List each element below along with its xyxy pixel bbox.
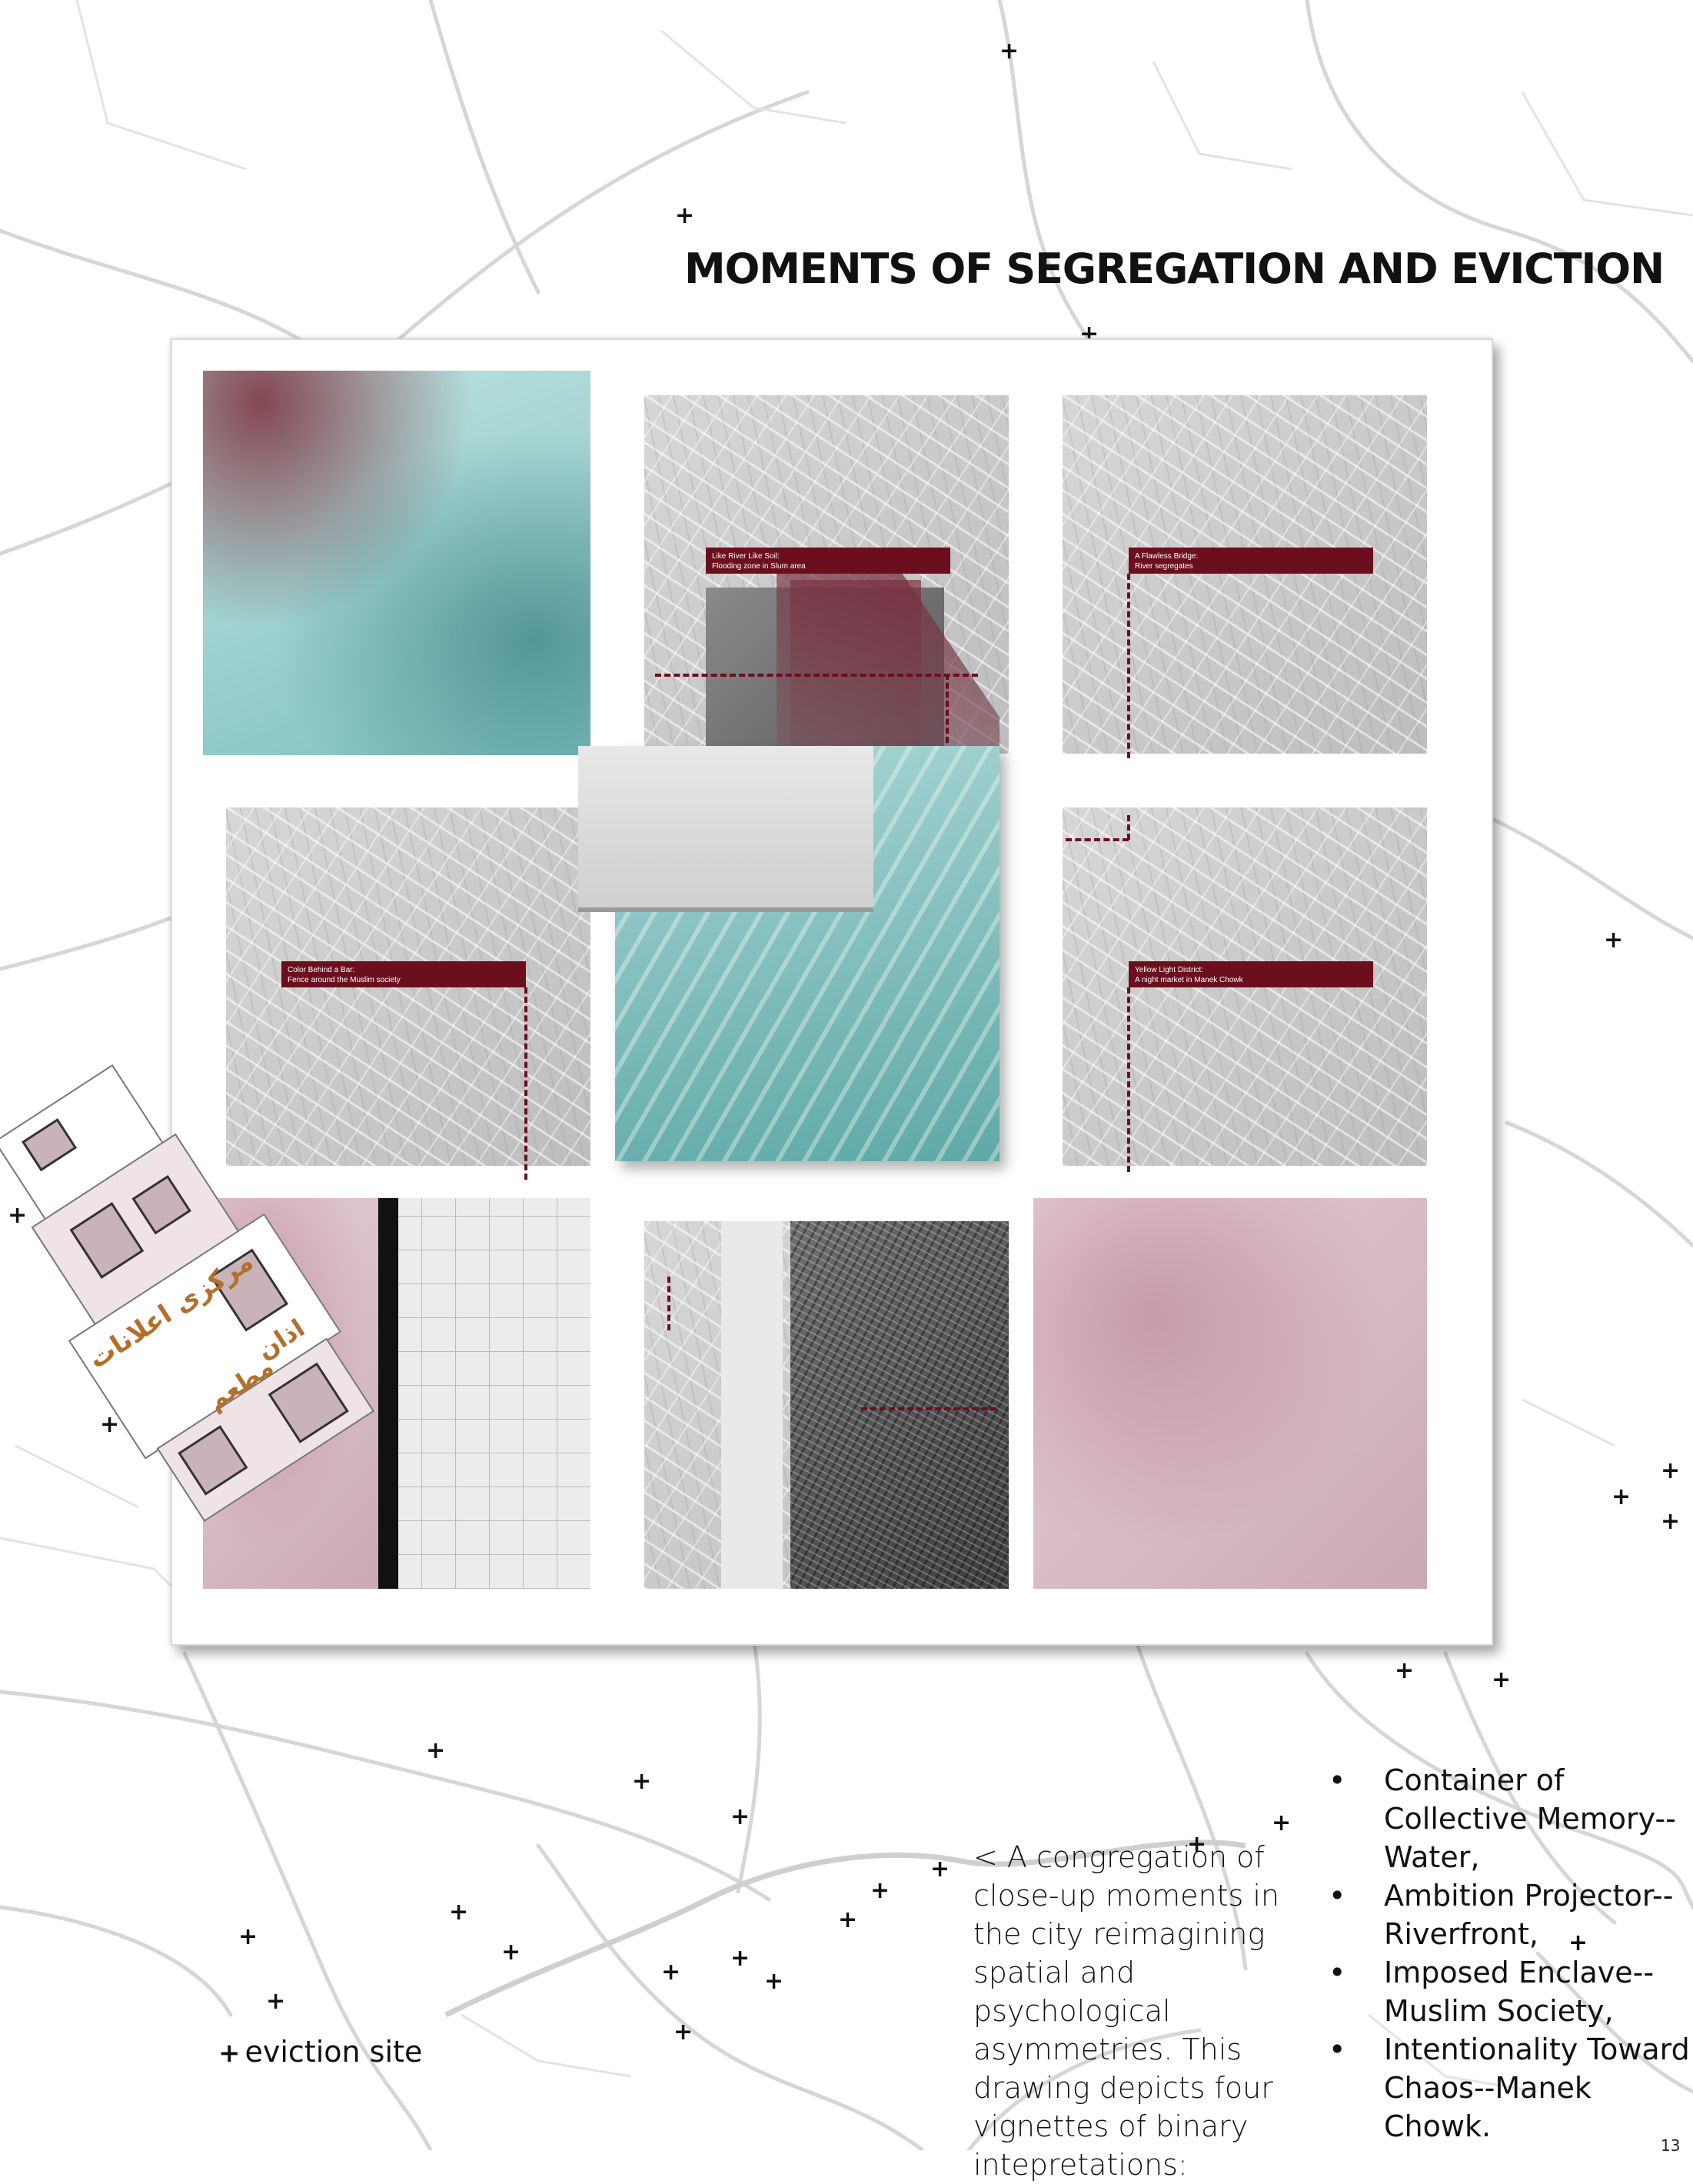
svg-text:+: + — [1612, 1483, 1631, 1510]
svg-text:+: + — [266, 1988, 285, 2015]
svg-text:+: + — [838, 1906, 857, 1933]
leader-line — [946, 674, 949, 743]
svg-text:+: + — [1492, 1666, 1511, 1693]
svg-text:+: + — [449, 1899, 468, 1926]
svg-text:+: + — [870, 1877, 890, 1904]
svg-text:+: + — [1661, 1508, 1680, 1535]
list-item: Imposed Enclave--Muslim Society, — [1329, 1953, 1693, 2030]
svg-text:+: + — [674, 2019, 693, 2046]
svg-text:+: + — [426, 1737, 445, 1764]
svg-text:+: + — [8, 1202, 27, 1229]
svg-text:+: + — [1604, 927, 1623, 954]
svg-text:+: + — [1272, 1809, 1291, 1836]
svg-text:+: + — [764, 1968, 783, 1995]
svg-text:+: + — [632, 1768, 651, 1795]
svg-text:+: + — [238, 1923, 258, 1950]
leader-line — [861, 1407, 996, 1410]
map-legend: +eviction site — [218, 2035, 422, 2069]
cell-water-top-left — [203, 371, 590, 755]
leader-line — [1066, 838, 1129, 841]
center-floating-plate — [578, 746, 873, 912]
vignette-label-flawless-bridge: A Flawless Bridge:River segregates — [1129, 548, 1373, 574]
faint-board-text — [680, 1643, 684, 1654]
svg-text:+: + — [730, 1945, 750, 1972]
leader-line — [1127, 815, 1130, 840]
page-number: 13 — [1661, 2136, 1681, 2155]
svg-text:+: + — [501, 1939, 521, 1966]
vignette-label-color-behind-bar: Color Behind a Bar:Fence around the Musl… — [281, 961, 526, 987]
cell-map-top-right — [1063, 395, 1427, 754]
svg-text:+: + — [661, 1959, 680, 1986]
list-item: Ambition Projector--Riverfront, — [1329, 1876, 1693, 1953]
leader-line — [524, 987, 527, 1180]
svg-text:+: + — [930, 1856, 950, 1883]
leader-line — [1127, 987, 1130, 1172]
leader-line — [655, 674, 978, 677]
leader-line — [667, 1277, 670, 1330]
cell-map-bottom-middle — [644, 1221, 1009, 1589]
svg-text:+: + — [1187, 1831, 1206, 1858]
svg-text:+: + — [100, 1411, 119, 1438]
svg-text:+: + — [1395, 1657, 1414, 1684]
vignette-label-yellow-light: Yellow Light District:A night market in … — [1129, 961, 1373, 987]
vignette-label-river-soil: Like River Like Soil:Flooding zone in Sl… — [706, 548, 950, 574]
svg-text:+: + — [730, 1803, 750, 1830]
list-item: Intentionality Toward Chaos--Manek Chowk… — [1329, 2030, 1693, 2146]
legend-label: eviction site — [244, 2035, 423, 2069]
caption-text: < A congregation of close-up moments in … — [973, 1840, 1280, 2182]
svg-text:+: + — [1661, 1457, 1680, 1484]
page-title: MOMENTS OF SEGREGATION AND EVICTION — [684, 245, 1665, 293]
eviction-site-marker-icon: + — [218, 2038, 241, 2069]
leader-line — [1127, 574, 1130, 758]
vignette-list: Container of Collective Memory--Water, A… — [1329, 1761, 1693, 2146]
list-item: Container of Collective Memory--Water, — [1329, 1761, 1693, 1876]
cell-market-bottom-right — [1033, 1198, 1427, 1589]
svg-text:+: + — [675, 202, 694, 229]
svg-text:+: + — [1000, 38, 1019, 65]
